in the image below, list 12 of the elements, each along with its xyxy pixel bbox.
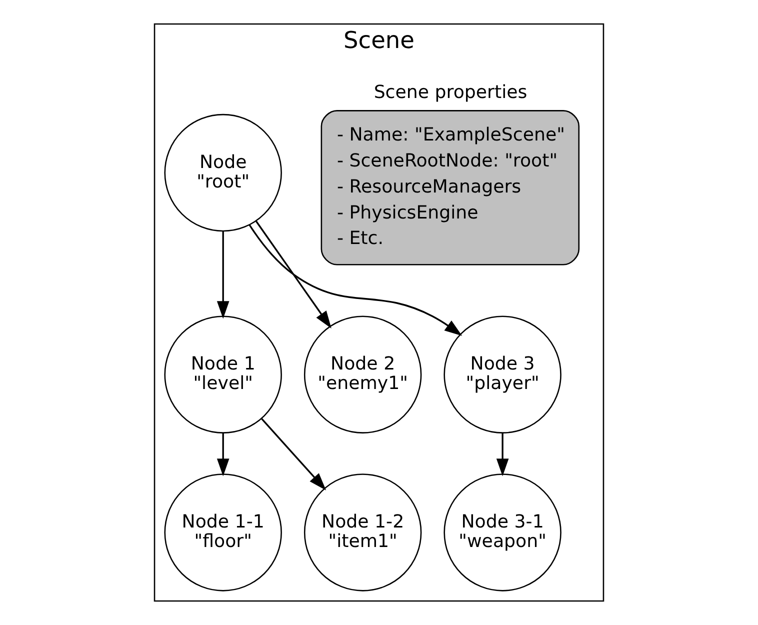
arrow xyxy=(261,418,326,490)
arrow xyxy=(248,224,462,336)
arrow xyxy=(256,220,332,329)
node-circle: Node 1 "level" xyxy=(164,316,282,434)
node-circle: Node "root" xyxy=(164,114,282,232)
node-circle: Node 3-1 "weapon" xyxy=(444,474,562,592)
arrow xyxy=(216,231,230,319)
node-label: Scene properties xyxy=(374,82,528,103)
arrow xyxy=(216,432,230,476)
arrow xyxy=(496,432,509,476)
node-circle: Node 1-1 "floor" xyxy=(164,474,282,592)
node-circle: Node 2 "enemy1" xyxy=(304,316,422,434)
